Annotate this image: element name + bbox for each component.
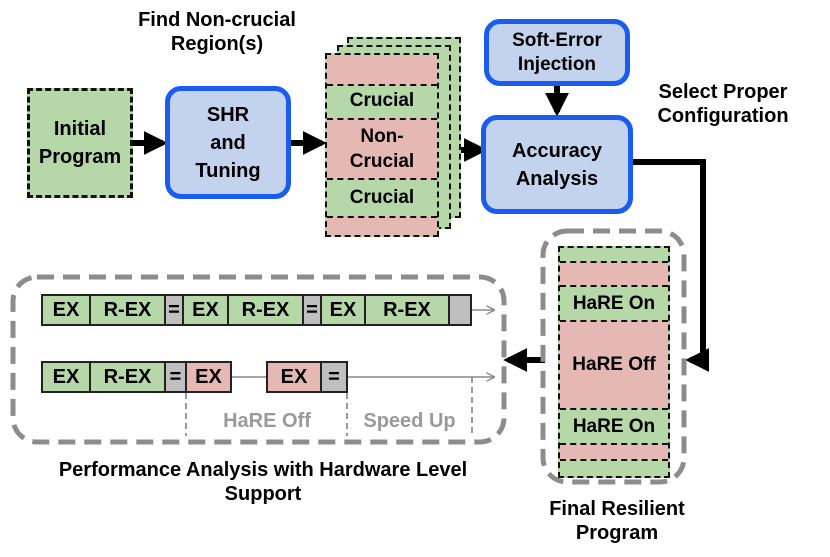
timeline-ex-unprotected: EX — [268, 363, 322, 391]
speed-up-label: Speed Up — [363, 410, 456, 432]
soft-error-injection-box: Soft-Error Injection — [484, 19, 630, 86]
final-program-label: Final Resilient Program — [549, 498, 685, 544]
shr-tuning-box: SHR and Tuning — [165, 86, 291, 199]
find-region-label: Find Non-crucial Region(s) — [138, 9, 296, 55]
hare-off-label: HaRE Off — [223, 410, 311, 432]
accuracy-analysis-box: Accuracy Analysis — [481, 115, 633, 214]
timeline-row-1: EX R-EX = EX R-EX = EX R-EX — [41, 294, 472, 326]
timeline-rex: R-EX — [91, 296, 166, 324]
stack-page-front: Crucial Non- Crucial Crucial — [325, 53, 439, 237]
timeline-compare: = — [322, 363, 346, 391]
final-band-2 — [560, 261, 668, 285]
stack-non-crucial: Non- Crucial — [327, 118, 437, 180]
performance-label: Performance Analysis with Hardware Level… — [58, 459, 468, 505]
final-band-6 — [560, 459, 668, 476]
initial-program-box: Initial Program — [27, 88, 133, 198]
final-band-5 — [560, 443, 668, 459]
timeline-compare: = — [166, 363, 187, 391]
final-band-1 — [560, 248, 668, 261]
stack-crucial-bottom: Crucial — [349, 187, 415, 208]
final-program-stack: HaRE On HaRE Off HaRE On — [558, 246, 670, 478]
timeline-ex: EX — [43, 296, 91, 324]
timeline-rex: R-EX — [91, 363, 166, 391]
final-hare-on-bottom: HaRE On — [560, 408, 668, 443]
timeline-ex: EX — [184, 296, 229, 324]
timeline-ex: EX — [322, 296, 366, 324]
arrow-accuracy-to-final — [632, 159, 710, 372]
timeline-compare: = — [304, 296, 322, 324]
final-hare-off: HaRE Off — [560, 320, 668, 408]
timeline-row-2-a: EX R-EX = EX — [41, 361, 232, 393]
stack-band-top — [327, 55, 437, 86]
stack-crucial-top: Crucial — [349, 90, 415, 111]
timeline-compare: = — [166, 296, 184, 324]
timeline-ex: EX — [43, 363, 91, 391]
timeline-compare — [450, 296, 470, 324]
timeline-rex: R-EX — [366, 296, 450, 324]
stack-band-bottom — [327, 216, 437, 235]
final-hare-on-top: HaRE On — [560, 285, 668, 320]
timeline-ex-unprotected: EX — [187, 363, 230, 391]
select-config-label: Select Proper Configuration — [657, 81, 789, 127]
timeline-rex: R-EX — [229, 296, 304, 324]
performance-outline — [10, 274, 507, 445]
final-program-outline — [540, 228, 687, 485]
timeline-row-2-b: EX = — [266, 361, 348, 393]
